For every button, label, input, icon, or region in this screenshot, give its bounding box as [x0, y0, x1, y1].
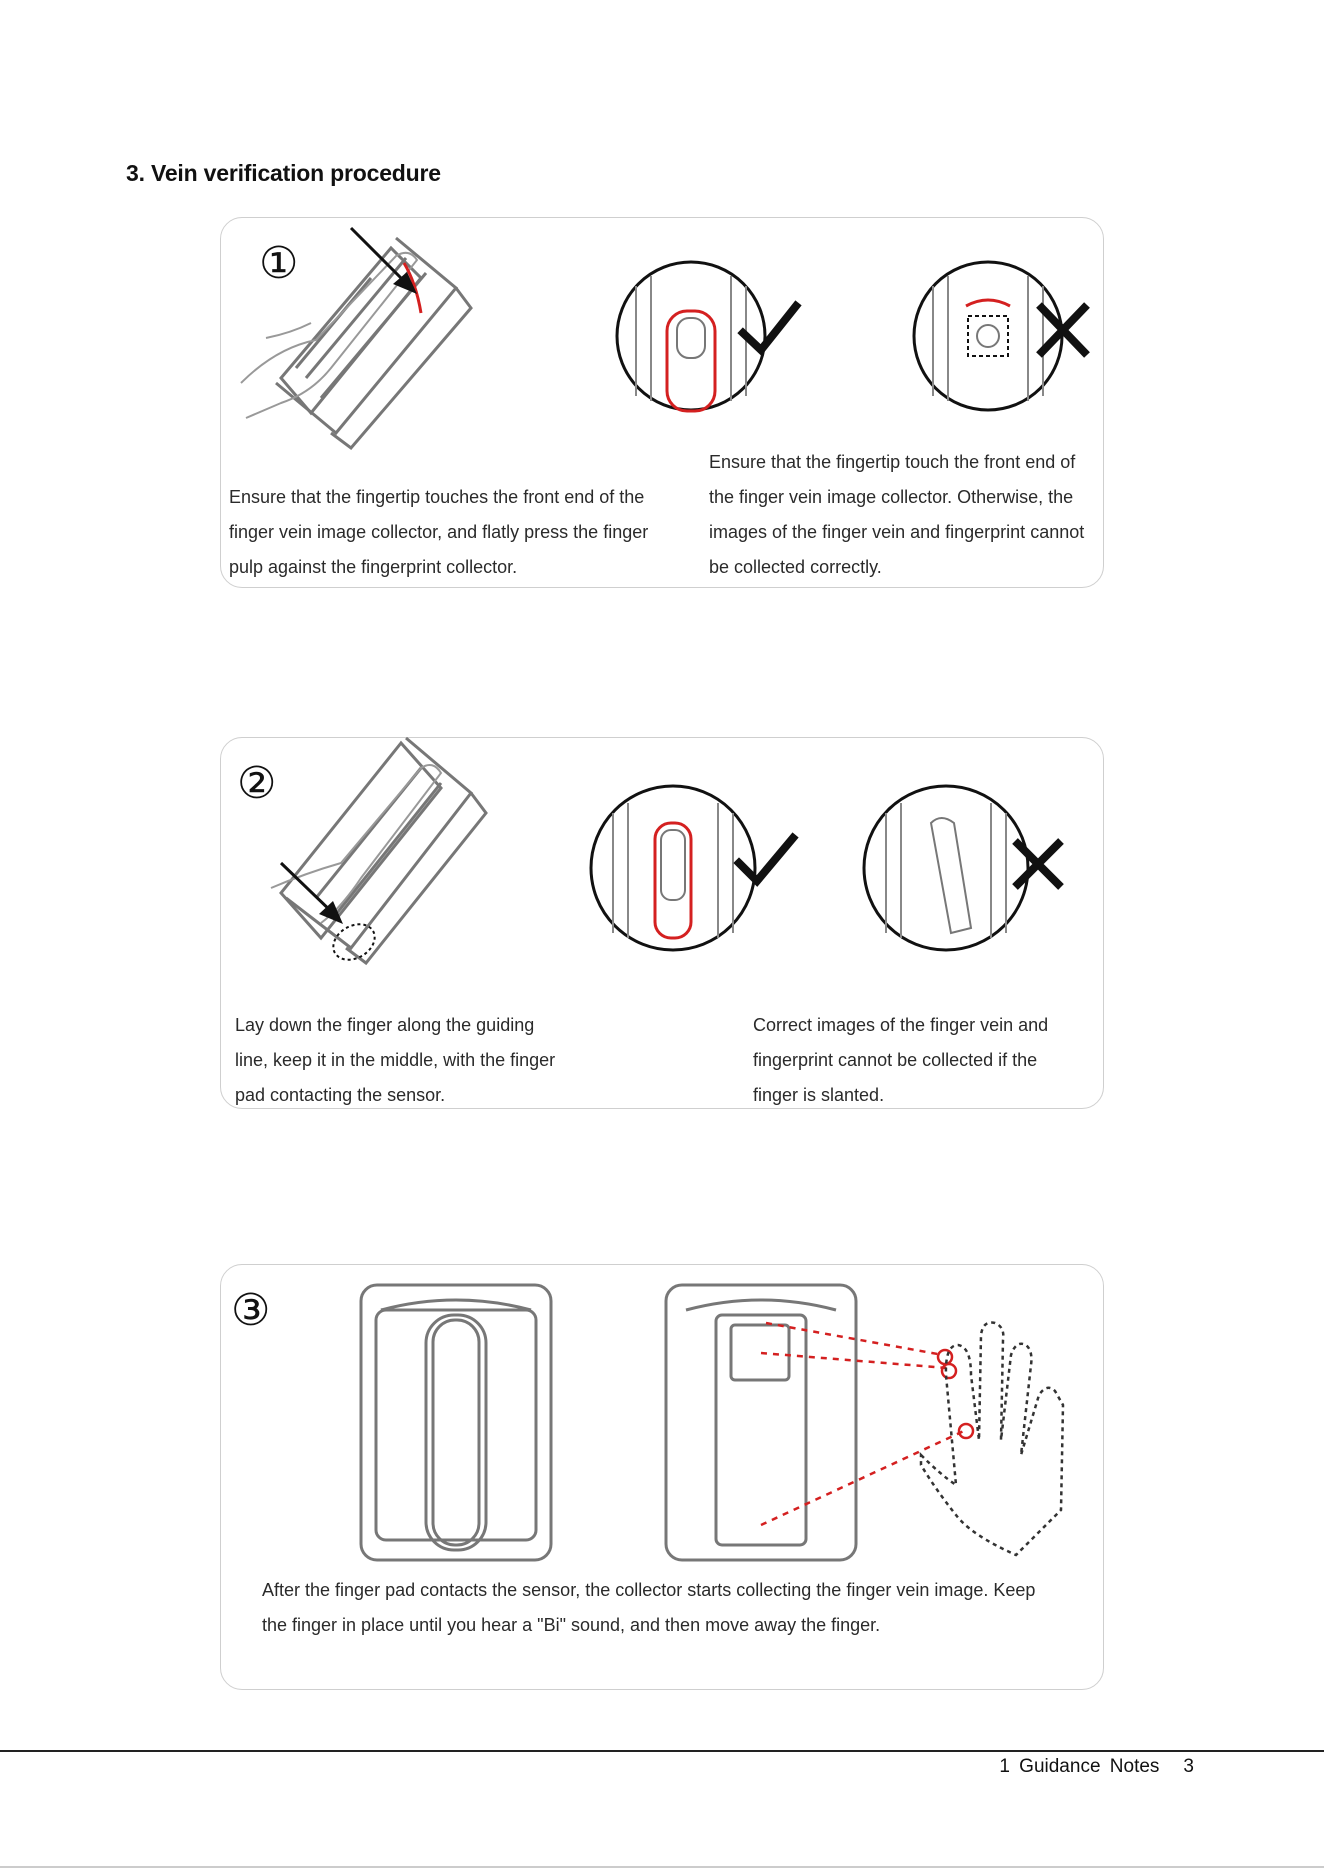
- step-1-right-text: Ensure that the fingertip touch the fron…: [709, 452, 1085, 577]
- footer-section-label: 1 Guidance Notes: [999, 1756, 1160, 1777]
- step-2-left-text: Lay down the finger along the guiding li…: [235, 1015, 556, 1105]
- vein-target-markers: [936, 1348, 975, 1440]
- finger-pad-marker: [332, 923, 376, 961]
- incorrect-cross-icon: [1012, 838, 1064, 890]
- arrow-line: [349, 226, 411, 288]
- correct-check-icon: [737, 300, 802, 356]
- step-1-illustration: ①: [240, 226, 1090, 451]
- step-1-panel: ①: [220, 217, 1104, 588]
- arrow-head-icon: [319, 901, 343, 924]
- hand-outline: [919, 1321, 1065, 1557]
- front-collector-device-2: [664, 1283, 858, 1562]
- step-2-right-text: Correct images of the finger vein and fi…: [753, 1015, 1049, 1105]
- incorrect-closeup: [862, 784, 1030, 952]
- correct-check-icon: [733, 832, 799, 887]
- page-number: 3: [1183, 1756, 1194, 1777]
- hand-outline: [270, 763, 443, 924]
- arrow-head-icon: [393, 272, 417, 294]
- incorrect-cross-icon: [1036, 302, 1090, 358]
- front-collector-device: [359, 1283, 553, 1562]
- step-1-number: ①: [259, 238, 298, 289]
- correct-closeup: [615, 260, 767, 413]
- footer: 1 Guidance Notes 3: [999, 1752, 1194, 1782]
- guide-line-red: [402, 262, 423, 314]
- step-2-panel: ② Lay down the finger along the guidi: [220, 736, 1104, 1109]
- step-3-illustration: ③: [231, 1283, 1065, 1562]
- step-1-left-text: Ensure that the fingertip touches the fr…: [229, 487, 649, 577]
- page-title: 3. Vein verification procedure: [126, 160, 441, 186]
- step-2-illustration: ②: [237, 736, 1064, 966]
- correct-closeup: [589, 784, 757, 952]
- step-3-panel: ③ After the finger pad co: [220, 1264, 1104, 1690]
- step-3-text: After the finger pad contacts the sensor…: [262, 1580, 1036, 1635]
- footer-divider: [0, 1750, 1324, 1752]
- hand-outline: [240, 251, 419, 419]
- step-2-number: ②: [237, 758, 276, 809]
- incorrect-closeup: [912, 260, 1064, 412]
- bottom-edge-strip: [0, 1866, 1324, 1868]
- step-3-number: ③: [231, 1285, 270, 1336]
- slanted-collector-device: [279, 736, 488, 966]
- vein-sight-lines: [760, 1321, 967, 1527]
